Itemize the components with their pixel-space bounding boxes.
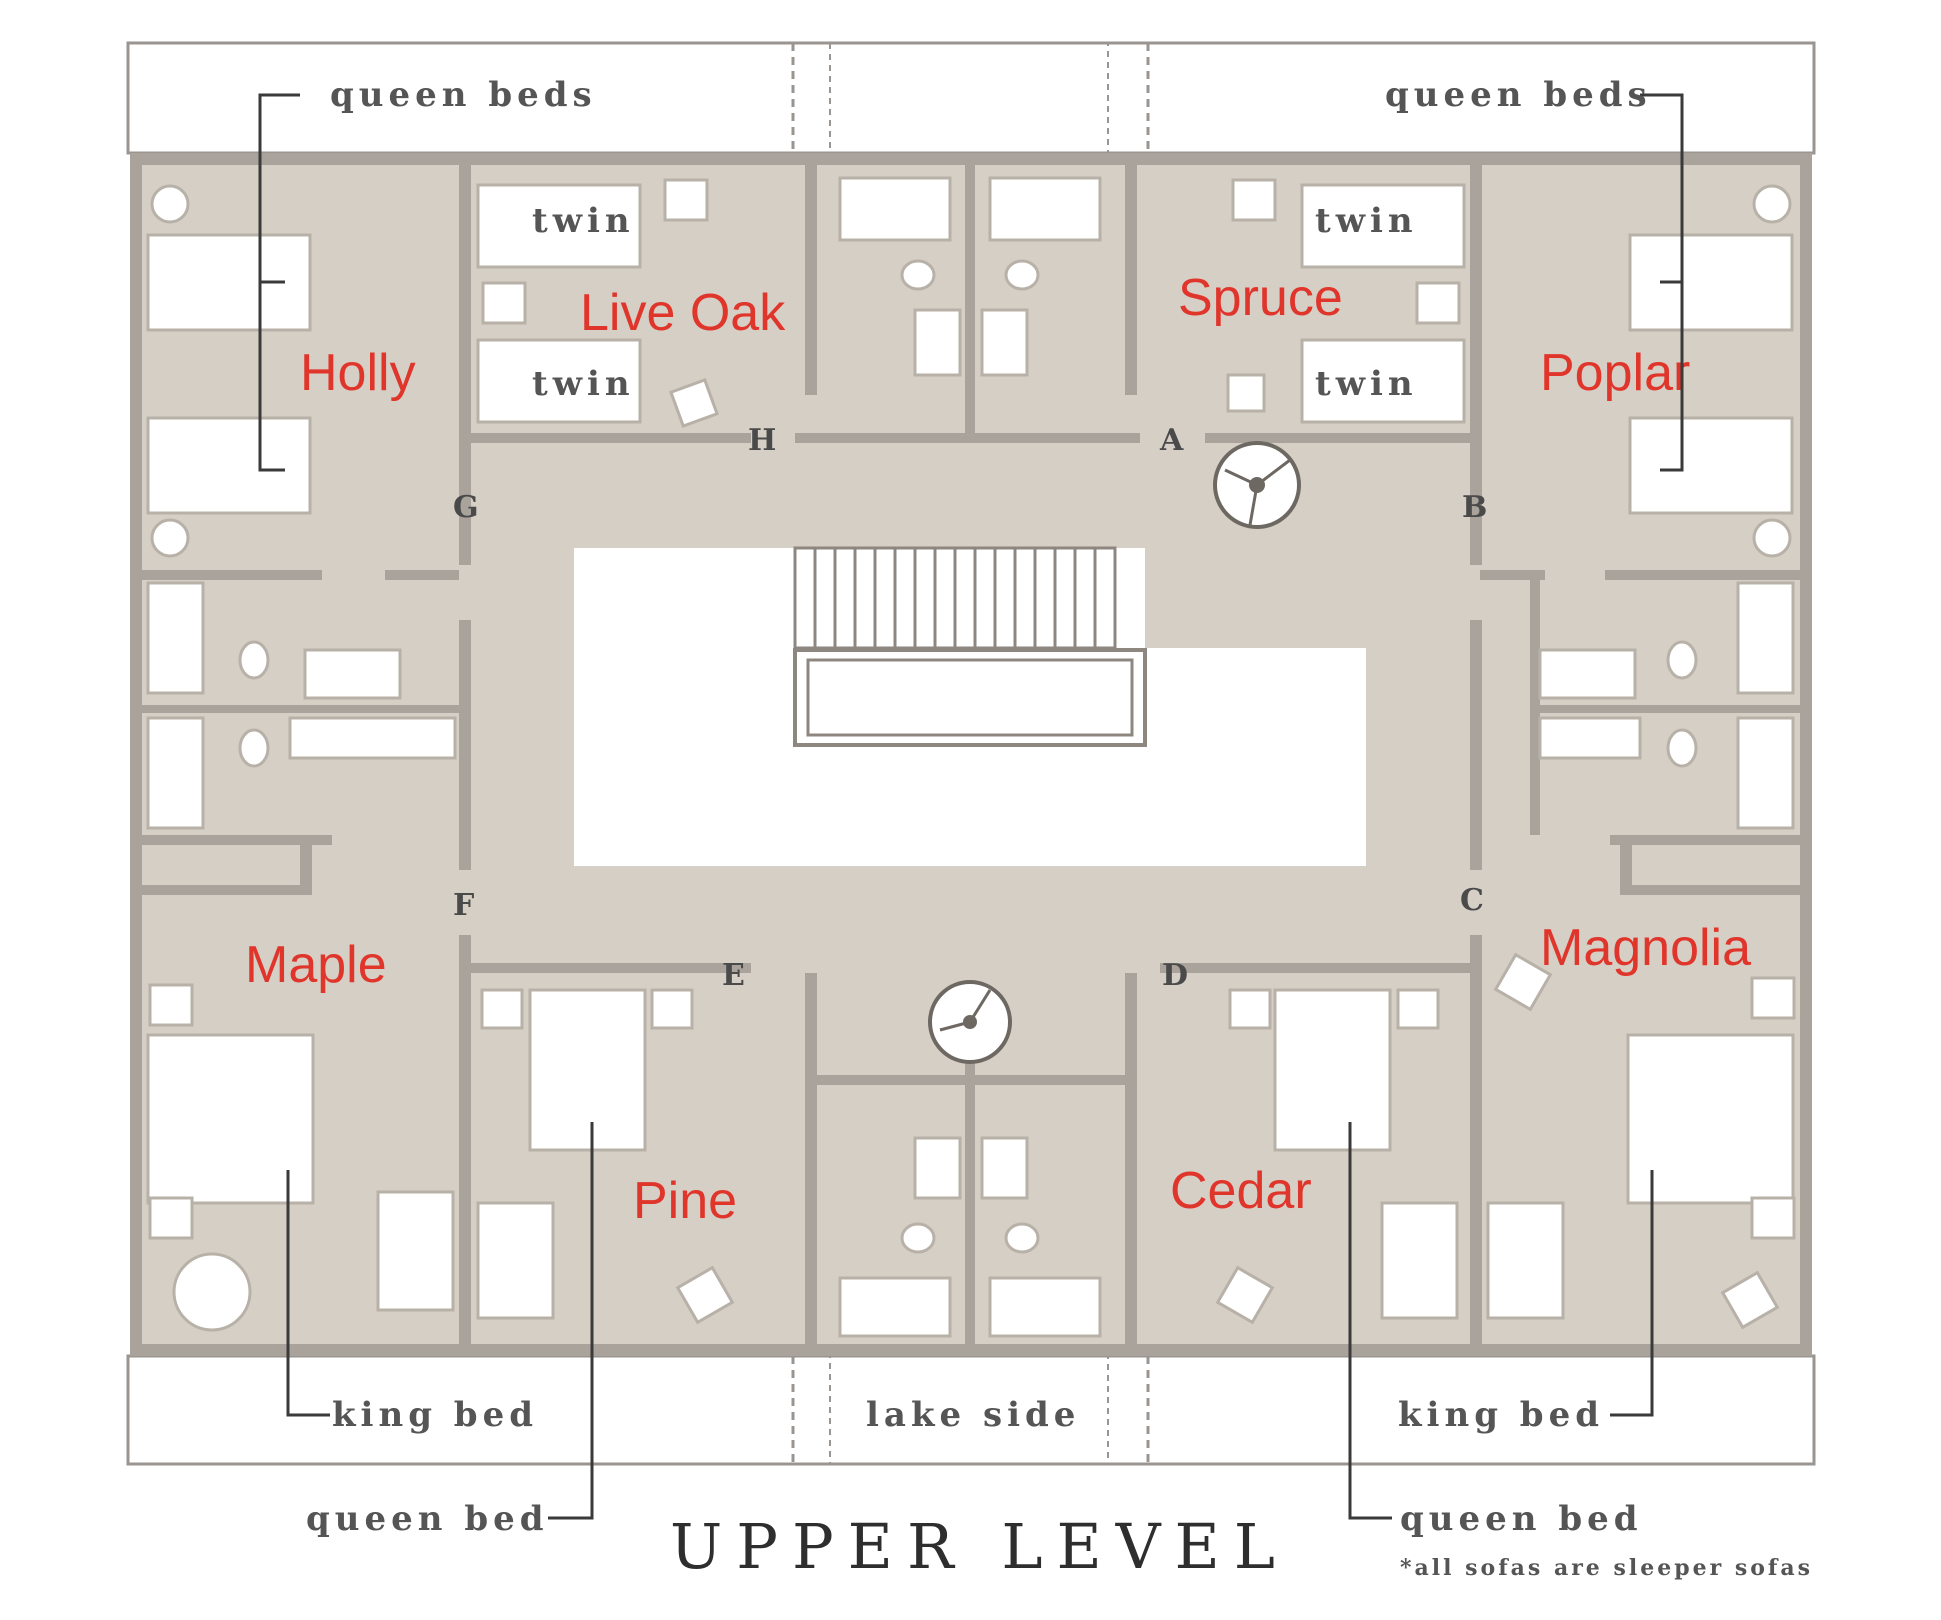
- king-bed-right-label: king bed: [1398, 1395, 1604, 1435]
- atrium: [574, 546, 1366, 866]
- room-live-oak: Live Oak: [580, 284, 786, 342]
- door-e: E: [722, 958, 745, 993]
- annotations: queen beds queen beds king bed king bed …: [306, 75, 1652, 1539]
- room-cedar: Cedar: [1170, 1162, 1312, 1220]
- interior-walls: [142, 165, 1800, 1344]
- queen-bed-left-label: queen bed: [306, 1499, 549, 1539]
- room-pine: Pine: [633, 1172, 737, 1230]
- footnote: *all sofas are sleeper sofas: [1400, 1555, 1813, 1581]
- lake-side-label: lake side: [866, 1395, 1080, 1435]
- twin-label: twin: [1315, 364, 1418, 404]
- queen-beds-left-label: queen beds: [330, 75, 597, 115]
- room-maple: Maple: [245, 936, 387, 994]
- twin-label: twin: [532, 364, 635, 404]
- door-f: F: [453, 888, 474, 923]
- room-magnolia: Magnolia: [1540, 919, 1751, 977]
- door-b: B: [1462, 490, 1487, 525]
- door-d: D: [1162, 958, 1188, 993]
- door-g: G: [453, 490, 479, 525]
- leader-lines: [258, 93, 1684, 1520]
- door-letters: A B C D E F G H: [453, 423, 1487, 993]
- twin-labels: twin twin twin twin: [532, 201, 1418, 404]
- door-a: A: [1159, 423, 1184, 458]
- room-spruce: Spruce: [1178, 269, 1343, 327]
- page-title: UPPER LEVEL: [670, 1510, 1289, 1583]
- king-bed-left-label: king bed: [332, 1395, 538, 1435]
- room-labels: Holly Live Oak Spruce Poplar Maple Pine …: [245, 269, 1751, 1230]
- main-staircase: [793, 546, 1117, 650]
- twin-label: twin: [1315, 201, 1418, 241]
- twin-label: twin: [532, 201, 635, 241]
- room-holly: Holly: [300, 344, 416, 402]
- queen-bed-right-label: queen bed: [1400, 1499, 1643, 1539]
- door-c: C: [1460, 883, 1484, 918]
- spiral-stair-bottom: [928, 980, 1012, 1064]
- room-poplar: Poplar: [1540, 344, 1690, 402]
- queen-beds-right-label: queen beds: [1385, 75, 1652, 115]
- door-h: H: [748, 423, 776, 458]
- furniture: [146, 176, 1796, 1338]
- spiral-stair-top: [1213, 441, 1301, 529]
